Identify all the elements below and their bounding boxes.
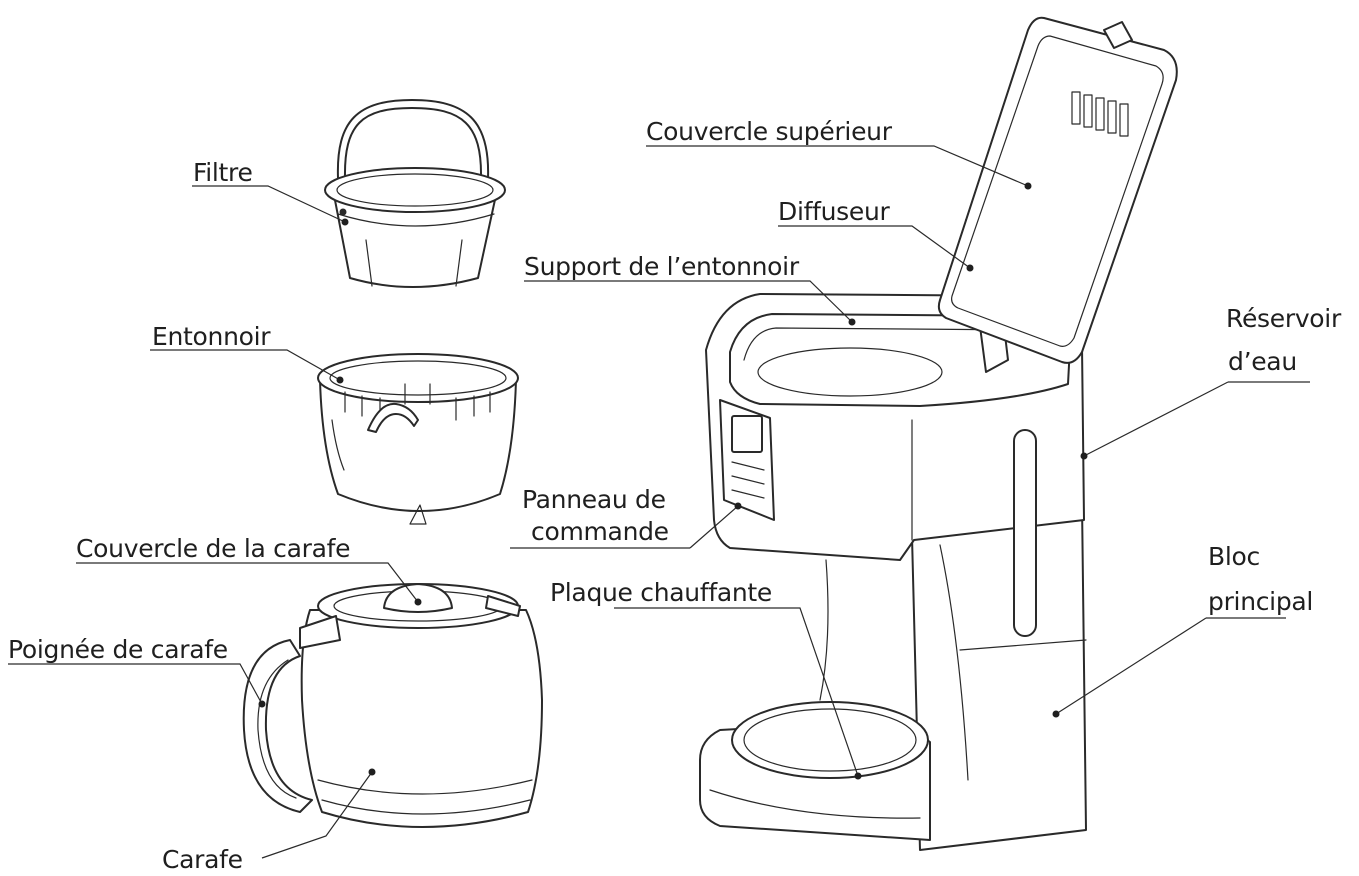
- label-panneau-line1: Panneau de: [522, 485, 666, 514]
- label-filtre: Filtre: [193, 158, 253, 187]
- label-reservoir-line2: d’eau: [1228, 347, 1297, 376]
- label-entonnoir: Entonnoir: [152, 322, 271, 351]
- label-support-entonnoir: Support de l’entonnoir: [524, 252, 800, 281]
- funnel-drawing: [317, 353, 519, 525]
- label-diffuseur: Diffuseur: [778, 197, 890, 226]
- coffee-maker-drawing: [699, 16, 1178, 851]
- label-plaque-chauffante: Plaque chauffante: [550, 578, 772, 607]
- label-reservoir-line1: Réservoir: [1226, 304, 1342, 333]
- label-couvercle-carafe: Couvercle de la carafe: [76, 534, 350, 563]
- carafe-drawing: [242, 583, 543, 828]
- labels: Filtre Entonnoir Couvercle de la carafe …: [8, 117, 1342, 874]
- label-couvercle-superieur: Couvercle supérieur: [646, 117, 893, 146]
- label-carafe: Carafe: [162, 845, 243, 874]
- label-poignee-carafe: Poignée de carafe: [8, 635, 228, 664]
- label-panneau-line2: commande: [531, 517, 669, 546]
- label-bloc-line2: principal: [1208, 587, 1313, 616]
- filter-basket-drawing: [324, 99, 506, 288]
- label-bloc-line1: Bloc: [1208, 542, 1260, 571]
- leader-lines: [8, 145, 1310, 859]
